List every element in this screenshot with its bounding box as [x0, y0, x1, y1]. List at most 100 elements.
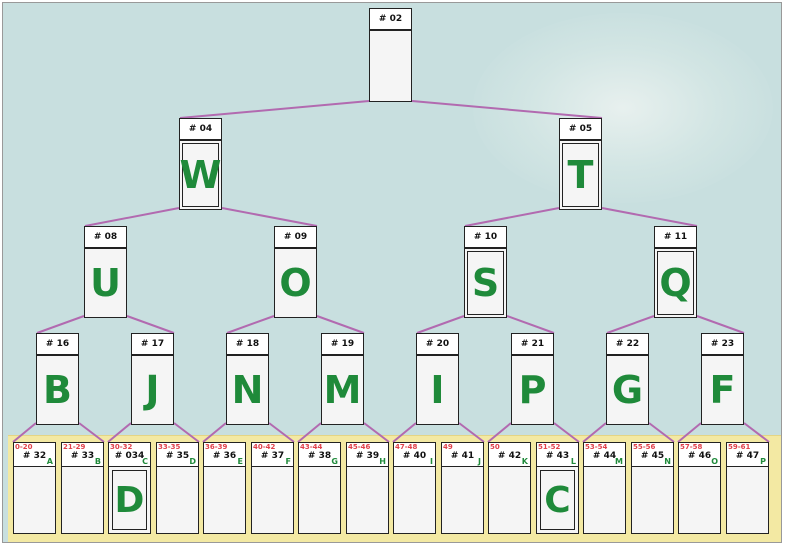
leaf-body: [489, 467, 530, 533]
leaf-node[interactable]: 57-58 # 46 O: [678, 442, 721, 534]
leaf-id: # 45: [640, 451, 665, 461]
leaf-key: P: [760, 457, 766, 466]
leaf-node[interactable]: 47-48 # 40 I: [393, 442, 436, 534]
leaf-body: [299, 467, 340, 533]
leaf-range: 21-29: [63, 443, 86, 451]
tree-edge: [416, 315, 465, 334]
leaf-node[interactable]: 30-32 # 034 C D: [108, 442, 151, 534]
leaf-node[interactable]: 55-56 # 45 N: [631, 442, 674, 534]
leaf-node[interactable]: 43-44 # 38 G: [298, 442, 341, 534]
leaf-node[interactable]: 36-39 # 36 E: [203, 442, 246, 534]
node-letter: P: [518, 368, 547, 412]
node-id: # 22: [606, 333, 649, 355]
leaf-id: # 36: [212, 451, 237, 461]
leaf-body: [584, 467, 625, 533]
leaf-node[interactable]: 0-20 # 32 A: [13, 442, 56, 534]
node-box: U: [84, 248, 127, 318]
leaf-range: 33-35: [158, 443, 181, 451]
leaf-id: # 32: [22, 451, 47, 461]
node-box: Q: [654, 248, 697, 318]
leaf-key: M: [615, 457, 623, 466]
leaf-body: D: [109, 467, 150, 533]
leaf-node[interactable]: 51-52 # 43 L C: [536, 442, 579, 534]
leaf-header: 21-29 # 33 B: [62, 443, 103, 467]
leaf-id: # 40: [402, 451, 427, 461]
tree-edge: [78, 422, 105, 443]
leaf-node[interactable]: 45-46 # 39 H: [346, 442, 389, 534]
leaf-node[interactable]: 53-54 # 44 M: [583, 442, 626, 534]
leaf-key: F: [285, 457, 291, 466]
node-id: # 17: [131, 333, 174, 355]
tree-edge: [36, 315, 85, 334]
leaf-body: [204, 467, 245, 533]
leaf-range: 43-44: [300, 443, 323, 451]
leaf-key: A: [46, 457, 53, 466]
leaf-body: [14, 467, 55, 533]
leaf-id: # 39: [355, 451, 380, 461]
node-letter: Q: [659, 261, 692, 305]
tree-edge: [107, 422, 132, 443]
tree-edge: [173, 422, 200, 443]
leaf-key: G: [331, 457, 338, 466]
leaf-body: [157, 467, 198, 533]
leaf-range: 30-32: [110, 443, 133, 451]
node-letter: N: [231, 368, 264, 412]
leaf-header: 51-52 # 43 L: [537, 443, 578, 467]
node-id: # 20: [416, 333, 459, 355]
leaf-header: 0-20 # 32 A: [14, 443, 55, 467]
leaf-key: B: [94, 457, 101, 466]
leaf-header: 49 # 41 J: [442, 443, 483, 467]
leaf-node[interactable]: 40-42 # 37 F: [251, 442, 294, 534]
tree-edge: [226, 315, 275, 334]
node-box: O: [274, 248, 317, 318]
node-letter: J: [145, 368, 160, 412]
tree-edge: [392, 422, 417, 443]
leaf-range: 59-61: [728, 443, 751, 451]
node-box: G: [606, 355, 649, 425]
leaf-key: O: [711, 457, 718, 466]
tree-edge: [553, 422, 580, 443]
tree-edge: [743, 422, 770, 443]
leaf-id: # 46: [687, 451, 712, 461]
tree-edge: [221, 207, 318, 227]
leaf-key: K: [521, 457, 528, 466]
leaf-key: D: [189, 457, 196, 466]
tree-edge: [506, 315, 555, 334]
leaf-range: 45-46: [348, 443, 371, 451]
leaf-header: 45-46 # 39 H: [347, 443, 388, 467]
node-box: M: [321, 355, 364, 425]
leaf-id: # 35: [165, 451, 190, 461]
leaf-node[interactable]: 59-61 # 47 P: [726, 442, 769, 534]
tree-edge: [487, 422, 512, 443]
node-letter: F: [709, 368, 736, 412]
leaf-node[interactable]: 33-35 # 35 D: [156, 442, 199, 534]
leaf-id: # 38: [307, 451, 332, 461]
tree-edge: [601, 207, 698, 227]
leaf-node[interactable]: 50 # 42 K: [488, 442, 531, 534]
node-box: T: [559, 140, 602, 210]
leaf-key: I: [430, 457, 433, 466]
node-box: I: [416, 355, 459, 425]
leaf-body: [727, 467, 768, 533]
leaf-body: [62, 467, 103, 533]
node-letter: I: [430, 368, 445, 412]
tree-edge: [648, 422, 675, 443]
leaf-range: 36-39: [205, 443, 228, 451]
tree-edge: [606, 315, 655, 334]
leaf-range: 57-58: [680, 443, 703, 451]
leaf-id: # 42: [497, 451, 522, 461]
leaf-node[interactable]: 49 # 41 J: [441, 442, 484, 534]
tree-edge: [677, 422, 702, 443]
leaf-node[interactable]: 21-29 # 33 B: [61, 442, 104, 534]
tree-edge: [363, 422, 390, 443]
node-box: J: [131, 355, 174, 425]
node-id: # 10: [464, 226, 507, 248]
node-letter: [370, 31, 411, 101]
leaf-id: # 41: [450, 451, 475, 461]
leaf-body: C: [537, 467, 578, 533]
node-id: # 08: [84, 226, 127, 248]
tree-edge: [179, 100, 370, 119]
tree-edge: [12, 422, 37, 443]
leaf-header: 55-56 # 45 N: [632, 443, 673, 467]
node-id: # 18: [226, 333, 269, 355]
